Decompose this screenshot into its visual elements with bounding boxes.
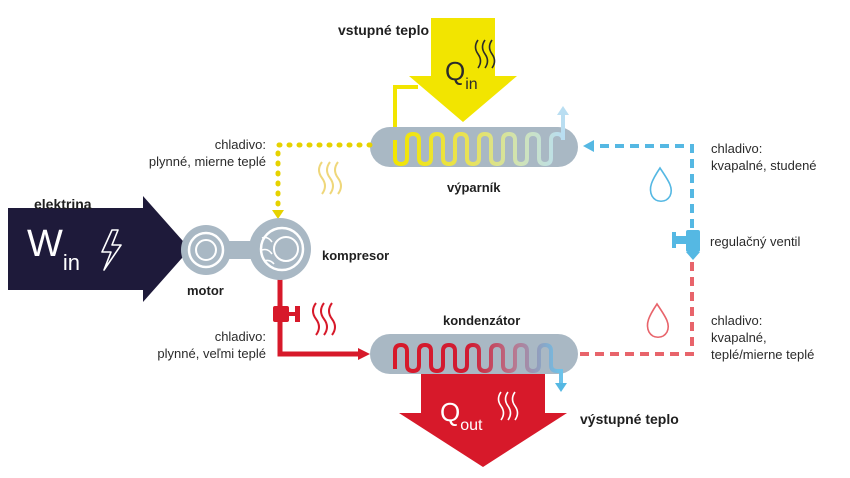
- suction-arrowhead: [272, 210, 284, 219]
- output-heat-arrow: [399, 365, 567, 467]
- valve-label: regulačný ventil: [710, 234, 801, 249]
- compressor-label: kompresor: [322, 248, 390, 263]
- condenser-coil: [393, 342, 563, 385]
- heat-input-sub: in: [465, 76, 478, 93]
- evaporator-inlet-pipe: [393, 85, 418, 145]
- refrigerant-bottom-left-label: chladivo: plynné, veľmi teplé: [157, 328, 266, 362]
- discharge-line: [277, 278, 360, 357]
- red-heat-waves-icon: [312, 302, 336, 336]
- liquid-line-cold: [592, 144, 694, 228]
- condenser-body: [370, 334, 578, 374]
- work-input-symbol: Win: [27, 223, 80, 275]
- heat-output-main: Q: [440, 397, 461, 427]
- refrigerant-top-right-label: chladivo: kvapalné, studené: [711, 140, 817, 174]
- discharge-valve-icon: [273, 306, 300, 322]
- work-input-sub: in: [62, 250, 80, 275]
- refrigerant-bottom-right-line1: chladivo:: [711, 313, 763, 328]
- refrigerant-top-left-line2: plynné, mierne teplé: [148, 154, 266, 169]
- refrigerant-top-right-line2: kvapalné, studené: [711, 158, 817, 173]
- refrigerant-top-left-line1: chladivo:: [214, 137, 266, 152]
- output-heat-waves-icon: [497, 391, 519, 421]
- refrigerant-top-right-line1: chladivo:: [711, 141, 763, 156]
- regulating-valve-icon: [672, 230, 700, 260]
- electricity-label: elektrina: [34, 196, 92, 212]
- motor-icon: [181, 225, 231, 275]
- heat-input-symbol: Qin: [445, 56, 478, 93]
- motor-label: motor: [187, 283, 224, 298]
- electricity-arrow: [8, 196, 190, 302]
- input-heat-label: vstupné teplo: [338, 22, 430, 38]
- evaporator-label: výparník: [447, 180, 501, 195]
- compressor-icon: [249, 218, 311, 280]
- blue-droplet-icon: [649, 166, 673, 203]
- evaporator-body: [370, 127, 578, 167]
- motor-shaft: [228, 241, 254, 259]
- evaporator-outlet-arrowhead: [557, 106, 569, 115]
- work-input-main: W: [27, 223, 63, 265]
- red-droplet-icon: [646, 302, 670, 339]
- lightning-icon: [101, 229, 122, 271]
- suction-line: [275, 142, 373, 215]
- yellow-heat-waves-icon: [318, 161, 342, 195]
- condenser-label: kondenzátor: [443, 313, 521, 328]
- condenser-outlet-arrowhead: [555, 383, 567, 392]
- liquid-arrowhead: [583, 140, 594, 152]
- refrigerant-bottom-right-label: chladivo: kvapalné, teplé/mierne teplé: [711, 312, 814, 363]
- refrigerant-bottom-left-line1: chladivo:: [214, 329, 266, 344]
- evaporator-coil: [393, 113, 565, 167]
- refrigerant-top-left-label: chladivo: plynné, mierne teplé: [149, 136, 266, 170]
- refrigerant-bottom-right-line3: teplé/mierne teplé: [711, 347, 815, 362]
- output-heat-label: výstupné teplo: [580, 411, 679, 427]
- heat-output-sub: out: [460, 417, 483, 434]
- refrigerant-bottom-left-line2: plynné, veľmi teplé: [157, 346, 266, 361]
- heat-output-symbol: Qout: [440, 397, 482, 434]
- discharge-arrowhead: [358, 348, 370, 360]
- input-heat-waves-icon: [474, 39, 496, 69]
- refrigerant-bottom-right-line2: kvapalné,: [711, 330, 767, 345]
- liquid-line-warm: [580, 260, 694, 356]
- heat-input-main: Q: [445, 56, 466, 86]
